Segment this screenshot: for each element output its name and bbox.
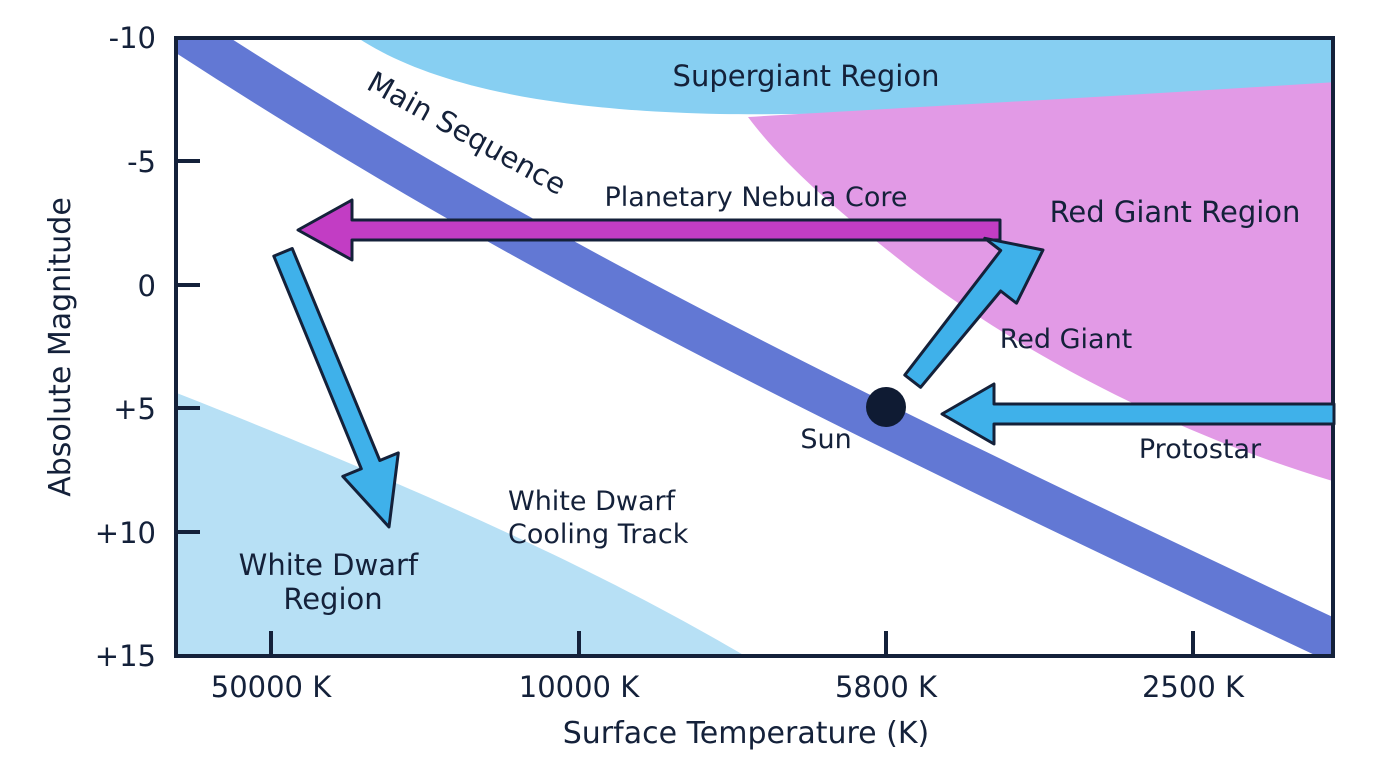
y-ticks [176, 36, 200, 534]
x-axis-title: Surface Temperature (K) [563, 716, 929, 751]
protostar-label: Protostar [1139, 434, 1262, 465]
y-tick-label: 0 [138, 269, 156, 303]
planetary-nebula-label: Planetary Nebula Core [604, 182, 907, 213]
sun-label: Sun [800, 424, 851, 455]
planetary-nebula-arrow [296, 198, 1002, 262]
red-giant-region [748, 82, 1333, 482]
white-dwarf-descent-arrow [272, 247, 400, 529]
x-tick-label: 50000 K [211, 670, 332, 704]
red-giant-arrow [903, 236, 1045, 389]
red-giant-region-label: Red Giant Region [1050, 195, 1301, 229]
y-tick-label: -10 [109, 21, 156, 55]
x-tick-label: 2500 K [1142, 670, 1245, 704]
white-dwarf-region-label: White Dwarf Region [239, 548, 428, 616]
x-tick-label: 5800 K [835, 670, 938, 704]
white-dwarf-region-label-line: White Dwarf [239, 548, 419, 582]
cooling-track-label-line: White Dwarf [508, 486, 677, 517]
white-dwarf-region-label-line: Region [283, 582, 382, 616]
protostar-arrow [940, 382, 1336, 446]
plot-frame [174, 36, 1335, 658]
x-tick-label: 10000 K [519, 670, 640, 704]
y-tick-label: -5 [127, 145, 156, 179]
x-tick-labels: 50000 K 10000 K 5800 K 2500 K [211, 670, 1245, 704]
sun-marker [866, 387, 906, 427]
red-giant-label: Red Giant [1000, 324, 1133, 355]
cooling-track-label: White Dwarf Cooling Track [508, 486, 689, 550]
white-dwarf-region [176, 392, 746, 656]
cooling-track-label-line: Cooling Track [508, 519, 689, 550]
supergiant-region-label: Supergiant Region [673, 59, 940, 93]
y-tick-label: +5 [113, 392, 156, 426]
plot-area [176, 38, 1333, 656]
main-sequence-band [176, 38, 1333, 656]
y-tick-labels: -10 -5 0 +5 +10 +15 [95, 21, 156, 673]
supergiant-region [358, 38, 1333, 115]
y-tick-label: +15 [95, 639, 156, 673]
y-tick-label: +10 [95, 516, 156, 550]
x-ticks [269, 631, 1195, 656]
y-axis-title: Absolute Magnitude [43, 197, 78, 497]
